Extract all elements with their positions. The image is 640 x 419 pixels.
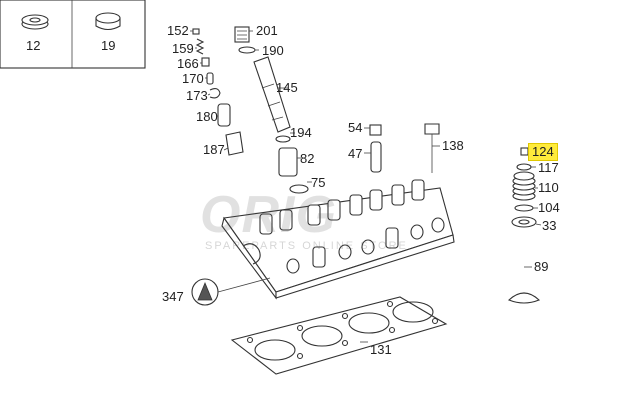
part-label-117[interactable]: 117 bbox=[538, 160, 559, 175]
part-label-131[interactable]: 131 bbox=[370, 342, 392, 357]
part-label-89[interactable]: 89 bbox=[534, 259, 549, 274]
part-label-110[interactable]: 110 bbox=[538, 180, 559, 195]
part-label-138[interactable]: 138 bbox=[442, 138, 464, 153]
part-label-201[interactable]: 201 bbox=[256, 23, 278, 38]
inset-box bbox=[0, 0, 146, 69]
part-label-194[interactable]: 194 bbox=[290, 125, 312, 140]
part-label-145[interactable]: 145 bbox=[276, 80, 298, 95]
part-label-33[interactable]: 33 bbox=[542, 218, 557, 233]
part-label-187[interactable]: 187 bbox=[203, 142, 225, 157]
leader-lines bbox=[190, 30, 542, 343]
part-label-170[interactable]: 170 bbox=[182, 71, 204, 86]
part-label-190[interactable]: 190 bbox=[262, 43, 284, 58]
inset-label-19: 19 bbox=[101, 38, 116, 53]
watermark: ORIG bbox=[200, 186, 337, 244]
part-label-347[interactable]: 347 bbox=[162, 289, 184, 304]
cylinder-head bbox=[221, 179, 455, 300]
part-label-173[interactable]: 173 bbox=[186, 88, 208, 103]
part-label-54[interactable]: 54 bbox=[348, 120, 363, 135]
part-347-sprocket bbox=[191, 277, 271, 306]
part-label-124-highlighted[interactable]: 124 bbox=[528, 143, 558, 161]
part-label-75[interactable]: 75 bbox=[311, 175, 326, 190]
part-label-47[interactable]: 47 bbox=[348, 146, 363, 161]
valve-parts bbox=[507, 147, 541, 304]
part-label-166[interactable]: 166 bbox=[177, 56, 199, 71]
part-label-159[interactable]: 159 bbox=[172, 41, 194, 56]
part-label-152[interactable]: 152 bbox=[167, 23, 189, 38]
head-gasket bbox=[230, 296, 448, 375]
part-label-104[interactable]: 104 bbox=[538, 200, 560, 215]
part-label-82[interactable]: 82 bbox=[300, 151, 315, 166]
watermark-subtitle: SPAREPARTS ONLINE STORE bbox=[205, 240, 408, 252]
part-label-180[interactable]: 180 bbox=[196, 109, 218, 124]
injector-parts bbox=[192, 26, 440, 194]
inset-label-12: 12 bbox=[26, 38, 41, 53]
